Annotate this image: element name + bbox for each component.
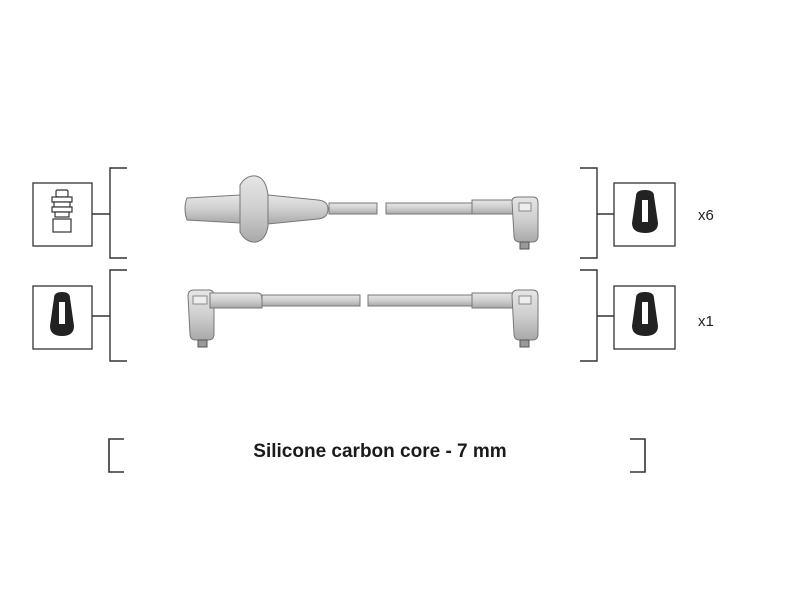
left-connector-box-row-1: [32, 182, 93, 247]
quantity-label-row-1: x6: [698, 207, 714, 224]
cable-angled-to-angled: [187, 289, 539, 348]
boot-icon: [50, 292, 74, 336]
cable-row-2: x1: [32, 269, 714, 362]
cable-straight-to-angled: [184, 175, 539, 250]
quantity-label-row-2: x1: [698, 313, 714, 330]
right-connector-box-row-1: [613, 182, 676, 247]
left-bracket-row-1: [92, 167, 127, 259]
plug-icon: [51, 189, 73, 233]
cable-specification-caption: Silicone carbon core - 7 mm: [253, 441, 507, 462]
caption-bracket-right: [630, 438, 646, 473]
boot-icon: [632, 190, 658, 233]
right-connector-box-row-2: [613, 285, 676, 350]
cable-row-1: x6: [32, 167, 714, 259]
left-bracket-row-2: [92, 269, 127, 362]
right-bracket-row-2: [580, 269, 614, 362]
right-bracket-row-1: [580, 167, 614, 259]
caption-bracket-left: [108, 438, 124, 473]
left-connector-box-row-2: [32, 285, 93, 350]
boot-icon: [632, 292, 658, 336]
